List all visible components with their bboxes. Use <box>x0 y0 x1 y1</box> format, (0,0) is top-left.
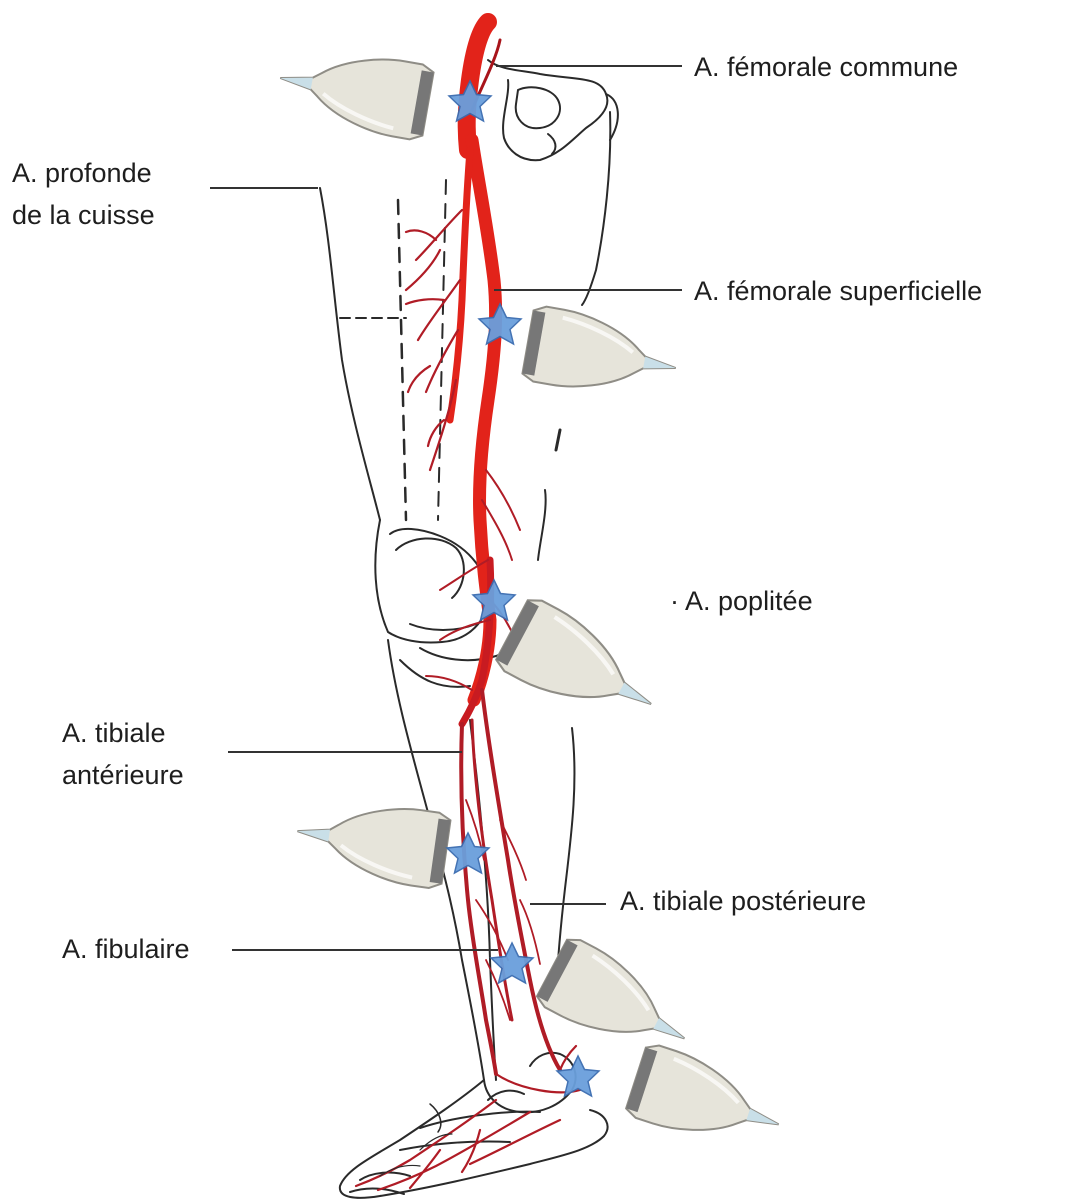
label-femorale-superficielle: A. fémorale superficielle <box>694 270 982 312</box>
label-poplitee: · A. poplitée <box>670 580 813 622</box>
label-tibiale-posterieure: A. tibiale postérieure <box>620 880 866 922</box>
label-tibiale-anterieure-line1: A. tibiale <box>62 712 184 754</box>
posterior-tibial-artery <box>482 690 560 1070</box>
obturator-foramen <box>516 87 560 128</box>
profunda-femoris-branches <box>406 210 462 470</box>
foot-outline <box>340 1080 608 1198</box>
pelvis-outline <box>488 60 607 160</box>
thigh-medial <box>582 112 610 305</box>
ultrasound-probe-icon <box>493 595 670 739</box>
label-profonde-cuisse: A. profonde de la cuisse <box>12 152 155 236</box>
ultrasound-probe-icon <box>624 1042 790 1161</box>
ultrasound-probe-icon <box>521 305 682 406</box>
thigh-lateral <box>320 188 380 520</box>
label-fibulaire: A. fibulaire <box>62 928 190 970</box>
ankle-outline <box>484 1053 576 1113</box>
label-femorale-commune: A. fémorale commune <box>694 46 958 88</box>
label-profonde-line1: A. profonde <box>12 152 155 194</box>
label-tibiale-anterieure-line2: antérieure <box>62 754 184 796</box>
label-profonde-line2: de la cuisse <box>12 194 155 236</box>
ultrasound-probe-icon <box>274 41 435 142</box>
foot-arteries <box>356 1046 580 1190</box>
label-tibiale-anterieure: A. tibiale antérieure <box>62 712 184 796</box>
